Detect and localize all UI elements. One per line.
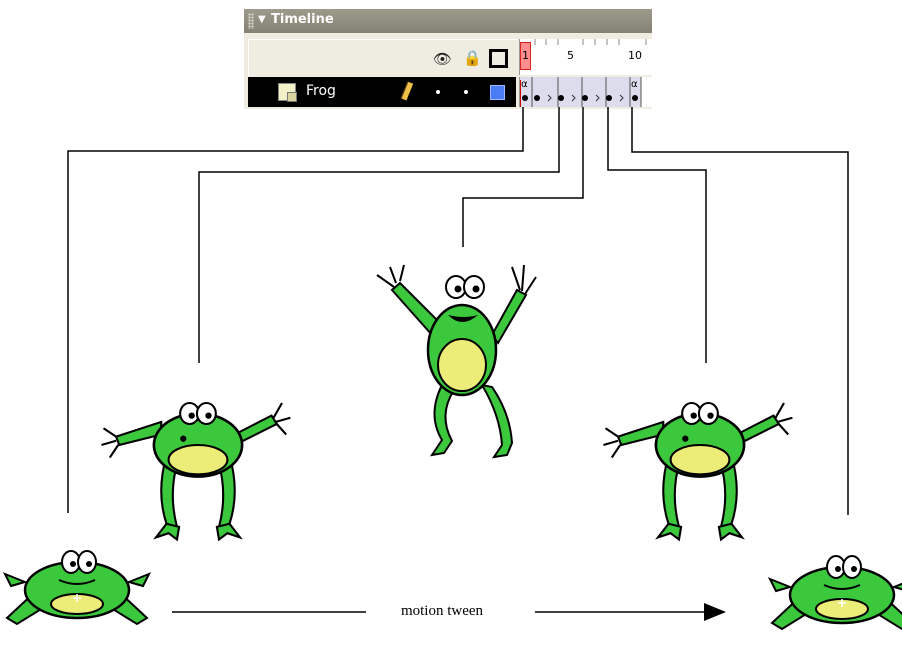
frog-frame-3 xyxy=(100,401,292,541)
frog-frame-1 xyxy=(3,549,151,626)
outline-toggle-icon[interactable] xyxy=(489,49,508,68)
frame-connectors xyxy=(67,107,849,515)
lock-dot-icon[interactable] xyxy=(464,90,468,94)
collapse-arrow-icon[interactable]: ▼ xyxy=(258,14,266,25)
connector-frame-5 xyxy=(462,107,584,247)
timeline-title: Timeline xyxy=(271,12,334,27)
ruler-ticks xyxy=(534,39,647,45)
lock-icon[interactable]: 🔒 xyxy=(463,49,482,67)
layer-name: Frog xyxy=(306,83,336,99)
connector-frame-10 xyxy=(631,107,849,515)
visibility-dot-icon[interactable] xyxy=(436,90,440,94)
ruler-label-5: 5 xyxy=(567,49,574,62)
keyframe-alpha-end: α xyxy=(631,79,638,90)
empty-frames[interactable] xyxy=(641,77,653,107)
connector-frame-3 xyxy=(198,107,560,363)
frog-frame-7 xyxy=(602,401,794,541)
connector-frame-1 xyxy=(67,107,524,513)
layer-header-row: 👁 🔒 xyxy=(248,39,517,76)
layer-row-frog[interactable]: Frog xyxy=(248,77,516,107)
frog-frame-10 xyxy=(768,554,902,631)
timeline-content: 👁 🔒 Frog 1 5 10 xyxy=(244,9,653,109)
eye-icon[interactable]: 👁 xyxy=(433,50,453,68)
timeline-header[interactable]: ▼ Timeline xyxy=(244,9,652,33)
playhead[interactable] xyxy=(520,42,531,70)
ruler-label-10: 10 xyxy=(628,49,642,62)
panel-grip-icon[interactable] xyxy=(248,13,254,29)
layer-color-swatch[interactable] xyxy=(490,85,505,100)
ruler-label-1: 1 xyxy=(522,49,529,62)
layer-icon xyxy=(278,83,297,102)
motion-tween-label: motion tween xyxy=(400,603,484,619)
keyframe-alpha-start: α xyxy=(521,79,528,90)
frame-ruler[interactable]: 1 5 10 xyxy=(519,39,653,75)
frame-cells[interactable]: α α xyxy=(519,77,653,107)
tween-frames xyxy=(520,77,642,107)
connector-frame-7 xyxy=(607,107,707,363)
tween-arrowhead xyxy=(704,603,726,621)
frog-frame-5 xyxy=(376,264,537,459)
